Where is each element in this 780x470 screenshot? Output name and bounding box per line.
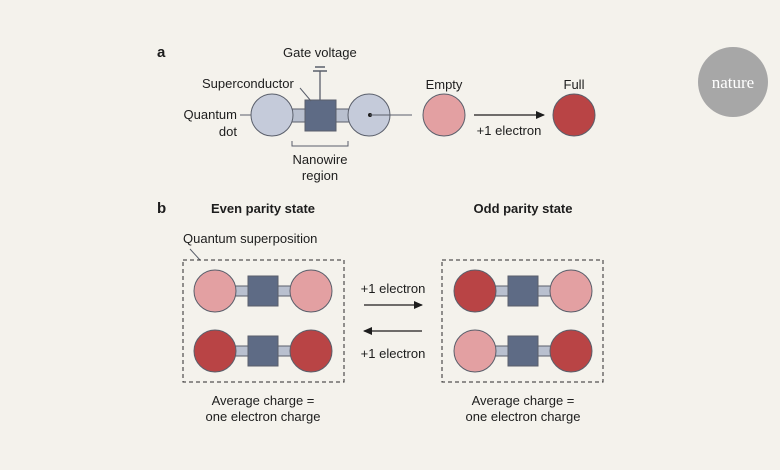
nature-logo-text: nature (712, 73, 754, 92)
nanowire-region-bracket (291, 141, 349, 147)
quantum-dot-right-empty (549, 269, 593, 313)
quantum-dot-left-full (193, 329, 237, 373)
quantum-dot-left-full (453, 269, 497, 313)
superconductor-leader (299, 87, 312, 102)
quantum-dot-right-full (289, 329, 333, 373)
superconductor-block (507, 335, 539, 367)
even-average-charge-line1: Average charge = (212, 393, 315, 408)
quantum-dot-left-empty (193, 269, 237, 313)
even-parity-title: Even parity state (211, 201, 315, 216)
quantum-dot-right-empty (289, 269, 333, 313)
superconductor-block (304, 99, 337, 132)
odd-parity-title: Odd parity state (474, 201, 573, 216)
odd-device-row-2 (453, 329, 593, 373)
gate-voltage-label: Gate voltage (283, 45, 357, 60)
odd-state-box (441, 259, 604, 383)
quantum-dot-left-empty (453, 329, 497, 373)
arrow-left-label: +1 electron (361, 346, 426, 361)
dot-label: dot (219, 124, 237, 139)
empty-label: Empty (426, 77, 463, 92)
odd-average-charge-line1: Average charge = (472, 393, 575, 408)
nanowire-label: Nanowire (293, 152, 348, 167)
quantum-dot-left (250, 93, 294, 137)
panel-a-letter: a (157, 44, 166, 61)
quantum-superposition-label: Quantum superposition (183, 231, 317, 246)
empty-dot (422, 93, 466, 137)
arrow-right-label: +1 electron (361, 281, 426, 296)
superconductor-block (247, 335, 279, 367)
even-average-charge-line2: one electron charge (206, 409, 321, 424)
nature-logo: nature (698, 47, 768, 117)
odd-average-charge-line2: one electron charge (466, 409, 581, 424)
even-device-row-1 (193, 269, 333, 313)
panel-a-device (240, 66, 412, 147)
superposition-leader (189, 248, 201, 261)
superconductor-block (247, 275, 279, 307)
odd-device-row-1 (453, 269, 593, 313)
region-label: region (302, 168, 338, 183)
superconductor-block (507, 275, 539, 307)
full-dot (552, 93, 596, 137)
superconductor-label: Superconductor (202, 76, 294, 91)
full-label: Full (564, 77, 585, 92)
quantum-dot-right-full (549, 329, 593, 373)
nature-logo-circle (698, 47, 768, 117)
odd-state-devices (453, 269, 593, 373)
panel-b-letter: b (157, 200, 166, 217)
panel-a-electron-label: +1 electron (477, 123, 542, 138)
even-device-row-2 (193, 329, 333, 373)
even-state-devices (193, 269, 333, 373)
quantum-label: Quantum (184, 107, 237, 122)
even-state-box (182, 259, 345, 383)
